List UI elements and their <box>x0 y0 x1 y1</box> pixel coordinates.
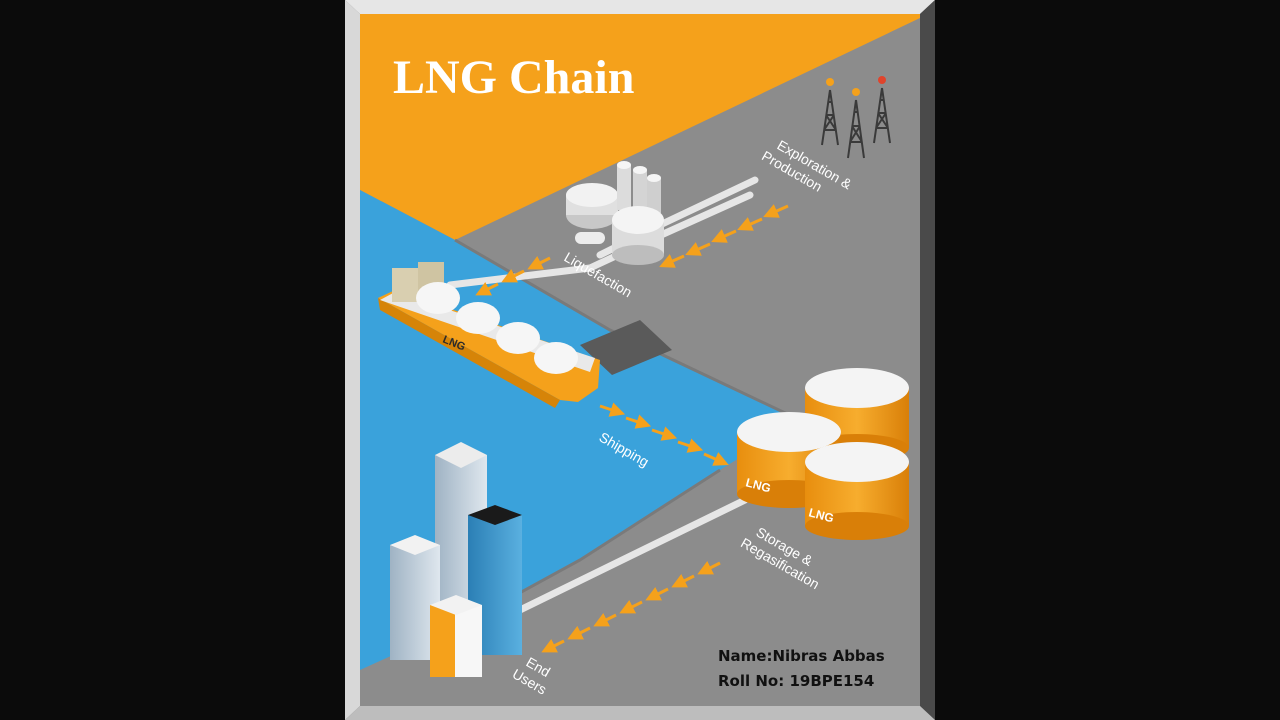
author-name: Name:Nibras Abbas <box>718 647 885 665</box>
roll-number: Roll No: 19BPE154 <box>718 672 874 690</box>
storage-tank-icon: LNG <box>805 442 909 540</box>
page-title: LNG Chain <box>393 51 634 104</box>
